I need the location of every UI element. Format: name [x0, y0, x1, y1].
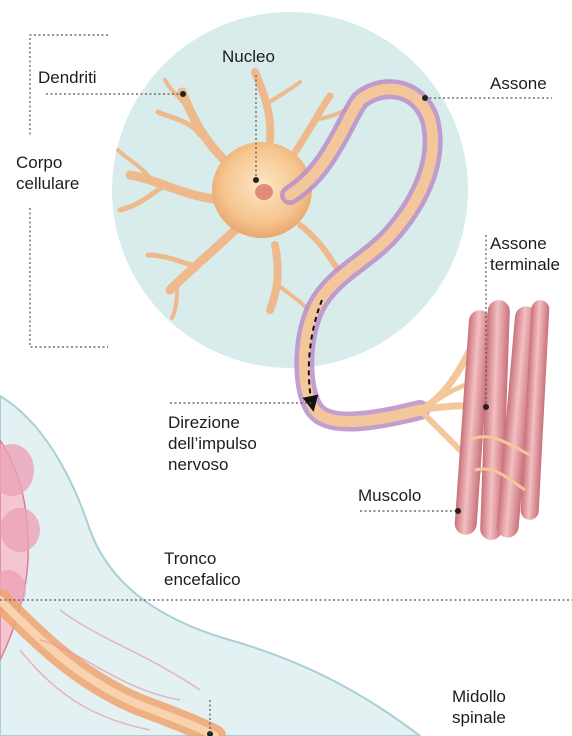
label-assone-terminale: Assone terminale [490, 233, 560, 275]
label-dendriti: Dendriti [38, 67, 97, 88]
nucleus [255, 184, 273, 200]
label-tronco-encefalico: Tronco encefalico [164, 548, 241, 590]
muscle-illustration [454, 300, 550, 541]
label-nucleo: Nucleo [222, 46, 275, 67]
label-midollo-spinale: Midollo spinale [452, 686, 506, 728]
label-muscolo: Muscolo [358, 485, 421, 506]
label-assone: Assone [490, 73, 547, 94]
label-direzione-impulso: Direzione dell’impulso nervoso [168, 412, 257, 475]
label-corpo-cellulare: Corpo cellulare [16, 152, 79, 194]
